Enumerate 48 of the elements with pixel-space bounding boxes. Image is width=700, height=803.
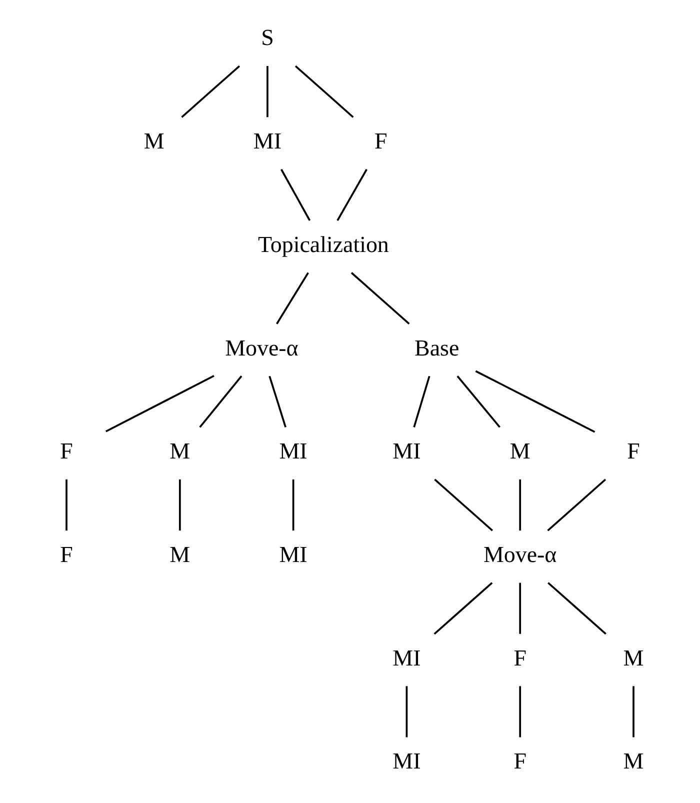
node-text: MI bbox=[279, 542, 308, 567]
node-text: F bbox=[627, 438, 640, 464]
connector bbox=[276, 272, 309, 324]
connector bbox=[406, 686, 408, 738]
connector bbox=[547, 478, 606, 532]
node-text: M bbox=[510, 438, 530, 464]
node-text: MI bbox=[392, 748, 421, 774]
node-text: S bbox=[261, 25, 274, 50]
node-text: F bbox=[374, 128, 388, 154]
connector bbox=[434, 478, 494, 532]
connector bbox=[199, 376, 242, 428]
connector bbox=[632, 686, 634, 738]
connector bbox=[519, 582, 522, 634]
node-text: M bbox=[170, 438, 190, 464]
node-text: Base bbox=[414, 335, 460, 360]
connector bbox=[294, 65, 354, 118]
connector bbox=[292, 479, 294, 531]
connector bbox=[268, 376, 286, 428]
connector bbox=[548, 582, 606, 635]
connector bbox=[178, 479, 181, 531]
node-text: MI bbox=[392, 438, 421, 464]
connector bbox=[66, 479, 68, 531]
node-text: M bbox=[623, 645, 644, 670]
node-text: M bbox=[144, 128, 164, 154]
connector bbox=[519, 686, 522, 738]
node-text: MI bbox=[253, 128, 282, 154]
connector bbox=[456, 376, 500, 428]
node-text: F bbox=[60, 438, 73, 464]
node-text: MI bbox=[279, 438, 308, 464]
node-text: Move-α bbox=[225, 335, 298, 360]
connector bbox=[519, 479, 522, 531]
node-text: M bbox=[623, 748, 644, 774]
connector bbox=[266, 66, 268, 118]
connector bbox=[280, 168, 311, 221]
connector bbox=[350, 272, 410, 325]
connector bbox=[181, 65, 240, 118]
node-text: F bbox=[514, 748, 526, 774]
connector bbox=[105, 375, 214, 432]
connector bbox=[336, 168, 368, 221]
connector bbox=[434, 582, 493, 635]
connector bbox=[475, 370, 596, 433]
node-text: MI bbox=[392, 645, 421, 670]
node-text: Topicalization bbox=[258, 232, 389, 257]
node-text: F bbox=[514, 645, 526, 670]
connector bbox=[413, 376, 430, 428]
node-text: Move-α bbox=[483, 542, 557, 567]
node-text: M bbox=[170, 542, 190, 567]
node-text: F bbox=[60, 542, 73, 567]
